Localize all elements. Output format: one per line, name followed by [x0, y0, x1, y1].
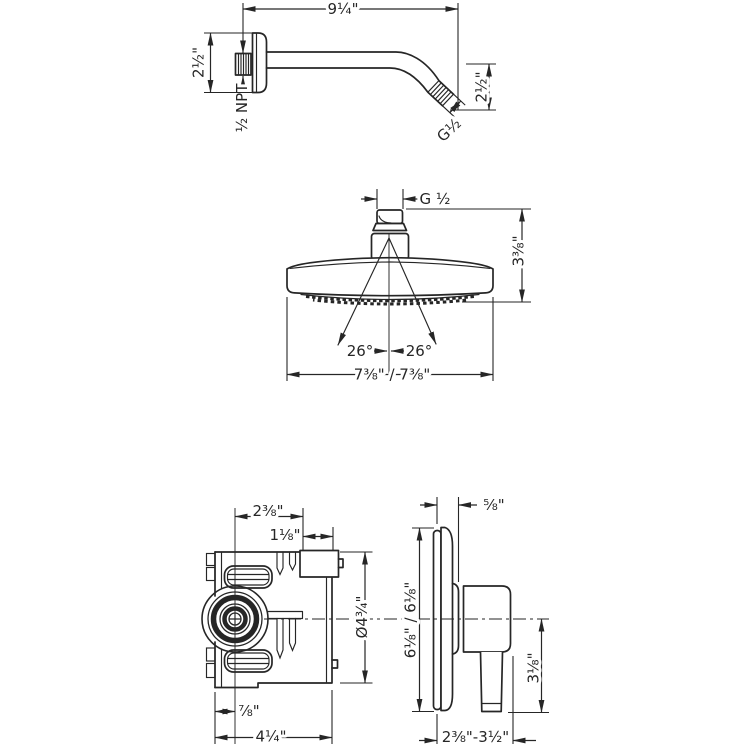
- valve-boss-tab: [337, 558, 344, 569]
- dim-valve-outlet-offset: 1⅛": [270, 526, 301, 544]
- dim-trim-escutcheon-depth: ⅝": [483, 496, 504, 514]
- handle-lever: [479, 651, 504, 713]
- escutcheon-back-flange: [432, 529, 442, 711]
- extension-line: [442, 93, 466, 118]
- valve-body-bottom-right: [214, 576, 333, 689]
- head-connector-collar: [372, 222, 408, 232]
- mounting-tab: [205, 566, 216, 582]
- head-ball-joint: [376, 209, 404, 225]
- clip: [276, 551, 284, 576]
- clip: [288, 551, 297, 572]
- rough-valve-drawing: 2⅜" 1⅛": [201, 499, 410, 749]
- spray-face-outline: [300, 293, 480, 301]
- cartridge-ring-dark: [222, 606, 248, 632]
- shower-arm-drawing: 9¼" ½ NPT 2½" G½ 2½": [187, 0, 496, 149]
- cartridge-ring-dark: [210, 594, 260, 644]
- dim-arm-outlet-height: 2½": [473, 72, 491, 103]
- mounting-tab: [205, 647, 216, 662]
- mounting-tab: [205, 552, 216, 567]
- head-connector-block: [370, 232, 410, 261]
- clip: [288, 617, 297, 653]
- extension-line: [436, 497, 460, 582]
- cartridge-ring: [207, 591, 263, 647]
- valve-bottom-port-inner: [226, 652, 270, 670]
- shower-head-drawing: G ½ 26° 26° 3⅜" 7⅜" / 7⅜": [286, 187, 531, 387]
- extension-line: [412, 527, 434, 713]
- head-dome-inner-line: [289, 261, 491, 269]
- dim-arm-length: 9¼": [328, 0, 359, 18]
- arm-outlet-threads: [429, 82, 452, 105]
- dim-valve-plaster-guard: Ø4¾": [353, 596, 371, 639]
- mounting-tab: [205, 662, 216, 679]
- dim-head-connection-thread: G ½: [420, 190, 451, 208]
- spray-angle-line-left: [337, 237, 390, 346]
- dim-trim-escutcheon: 6⅛" / 6⅛": [402, 582, 420, 659]
- spray-angle-line-right: [388, 237, 437, 345]
- cartridge-ring: [219, 603, 251, 635]
- clip: [276, 617, 284, 660]
- dimension-line-outlet-thread: [449, 100, 462, 114]
- valve-top-port-inner: [226, 568, 270, 586]
- trim-drawing: ⅝" 6⅛" / 6⅛" 3⅛" 2⅜"-3½": [399, 493, 549, 749]
- cartridge-cross: [228, 612, 242, 626]
- dim-arm-wall-thread: ½ NPT: [233, 83, 251, 133]
- dim-spray-angle-left: 26°: [347, 342, 374, 360]
- dim-arm-flange: 2½": [190, 47, 208, 78]
- arm-thread-band-edges: [427, 80, 455, 107]
- valve-side-tab: [331, 659, 339, 669]
- dim-valve-bottom-offset: ⅞": [238, 702, 259, 720]
- shower-head-body: [286, 256, 494, 297]
- dim-head-diameter: 7⅜" / 7⅜": [354, 366, 431, 384]
- port-ribs: [227, 573, 270, 581]
- nozzle-row: [305, 295, 475, 303]
- dim-valve-width: 4¼": [256, 728, 287, 746]
- nozzle-row: [312, 298, 468, 306]
- dim-trim-handle: 3⅛": [525, 653, 543, 684]
- dim-arm-outlet-thread: G½: [433, 114, 464, 145]
- arm-wall-flange: [251, 32, 268, 94]
- dim-head-height: 3⅜": [510, 236, 528, 267]
- dim-valve-top-offset: 2⅜": [253, 502, 284, 520]
- extension-line: [286, 297, 494, 381]
- nipple-threads: [237, 53, 250, 75]
- clip-bracket: [267, 610, 304, 620]
- extension-line: [302, 508, 334, 551]
- valve-outlet-boss: [299, 549, 340, 578]
- arm-tube-bottom-edge: [265, 67, 444, 107]
- handle-knob: [462, 585, 512, 653]
- dim-spray-angle-right: 26°: [406, 342, 433, 360]
- port-ribs: [227, 657, 270, 665]
- extension-line: [376, 189, 404, 209]
- dim-trim-depth-range: 2⅜"-3½": [442, 728, 509, 746]
